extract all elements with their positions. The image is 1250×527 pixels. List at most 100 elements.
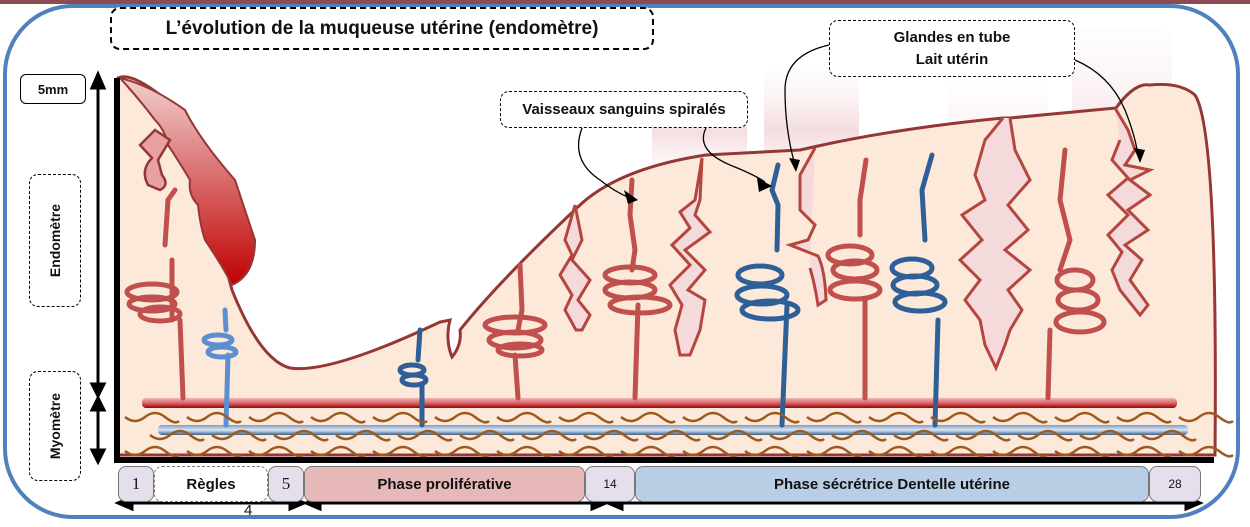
muscle-fiber: [273, 429, 329, 442]
muscle-fiber: [1116, 411, 1172, 424]
artery-1-coil: [124, 281, 180, 303]
callout-vs-1: [578, 127, 631, 199]
muscle-fiber: [310, 411, 366, 424]
artery-4: [857, 157, 869, 401]
muscle-fiber: [1054, 411, 1110, 424]
tissue-bottom-edge: [114, 457, 1214, 463]
muscle-fiber: [682, 445, 738, 458]
muscle-fiber: [744, 411, 800, 424]
muscle-fiber: [707, 429, 763, 442]
muscle-fiber: [868, 411, 924, 424]
scale-arrows: [89, 70, 107, 466]
label-endometrium-text: Endomètre: [47, 203, 63, 278]
callout-gl-1: [784, 44, 830, 166]
spiral-veins: [201, 152, 948, 428]
muscle-fiber: [682, 411, 738, 424]
muscle-fiber: [372, 445, 428, 458]
muscle-fiber: [1116, 445, 1172, 458]
muscle-fiber: [583, 429, 639, 442]
muscle-fiber: [1017, 429, 1073, 442]
muscle-fiber: [149, 429, 205, 442]
phase-menses: Règles: [154, 466, 268, 502]
label-tubular-glands: Glandes en tube Lait utérin: [829, 20, 1075, 77]
muscle-fiber: [248, 411, 304, 424]
muscle-fiber: [831, 429, 887, 442]
tissue-left-edge: [114, 78, 120, 462]
phase-proliferative: Phase proliférative: [304, 466, 585, 502]
muscle-fiber: [335, 429, 391, 442]
vein-4: [919, 152, 941, 428]
artery-2: [512, 262, 525, 401]
muscle-fiber: [955, 429, 1011, 442]
gland-1: [558, 204, 592, 332]
muscle-fiber: [992, 445, 1048, 458]
muscle-fiber: [769, 429, 825, 442]
callout-lines: [578, 44, 1139, 199]
day-14: 14: [585, 466, 635, 502]
muscle-fiber: [1079, 429, 1135, 442]
muscle-fiber: [893, 429, 949, 442]
label-myometrium-text: Myomètre: [47, 392, 63, 460]
muscle-fiber: [310, 445, 366, 458]
muscle-fiber: [124, 411, 180, 424]
artery-base: [142, 398, 1177, 408]
phase-secretory: Phase sécrétrice Dentelle utérine: [635, 466, 1149, 502]
muscle-fiber: [1178, 411, 1234, 424]
muscle-fiber: [645, 429, 701, 442]
muscle-fiber: [744, 445, 800, 458]
muscle-fiber: [992, 411, 1048, 424]
muscle-fiber: [372, 411, 428, 424]
glands: [558, 107, 1155, 372]
muscle-fiber: [124, 445, 180, 458]
gland-3: [785, 147, 828, 308]
vein-2: [415, 327, 425, 428]
gland-4: [957, 117, 1033, 372]
vein-3: [769, 162, 790, 428]
muscle-fiber: [434, 445, 490, 458]
diagram-title: L’évolution de la muqueuse utérine (endo…: [110, 7, 654, 50]
label-myometrium: Myomètre: [29, 371, 81, 481]
callout-arrowheads: [624, 148, 1145, 204]
muscle-fiber: [248, 445, 304, 458]
menses-duration: 4: [244, 502, 253, 519]
label-spiral-vessels: Vaisseaux sanguins spiralés: [500, 91, 748, 128]
muscle-fiber: [496, 411, 552, 424]
day-28: 28: [1149, 466, 1201, 502]
muscle-fiber: [930, 445, 986, 458]
muscle-fiber: [397, 429, 453, 442]
muscle-fiber: [186, 411, 242, 424]
day-1: 1: [118, 466, 154, 502]
callout-gl-2: [1074, 59, 1139, 156]
artery-5: [1045, 147, 1073, 401]
muscle-fiber: [521, 429, 577, 442]
muscle-fiber: [806, 445, 862, 458]
muscle-fiber: [620, 411, 676, 424]
muscle-fiber: [186, 445, 242, 458]
label-glands-line2: Lait utérin: [915, 50, 989, 68]
label-thickness: 5mm: [20, 74, 86, 104]
day-5: 5: [268, 466, 304, 502]
shed-gland: [138, 128, 172, 192]
muscle-fiber: [211, 429, 267, 442]
top-border: [0, 0, 1250, 4]
callout-vs-2: [702, 127, 766, 183]
muscle-fiber: [930, 411, 986, 424]
muscle-fiber: [558, 411, 614, 424]
muscle-fiber: [434, 411, 490, 424]
muscle-fiber: [496, 445, 552, 458]
muscle-fiber: [868, 445, 924, 458]
label-endometrium: Endomètre: [29, 174, 81, 307]
myometrium-fibers: [124, 411, 1234, 458]
label-glands-line1: Glandes en tube: [893, 28, 1011, 46]
muscle-fiber: [1178, 445, 1234, 458]
muscle-fiber: [1141, 429, 1197, 442]
vein-1: [222, 307, 231, 428]
gland-2: [668, 157, 713, 357]
muscle-fiber: [558, 445, 614, 458]
muscle-fiber: [459, 429, 515, 442]
spiral-arteries: [124, 147, 1107, 401]
muscle-fiber: [1054, 445, 1110, 458]
muscle-fiber: [806, 411, 862, 424]
gland-5: [1105, 107, 1155, 318]
